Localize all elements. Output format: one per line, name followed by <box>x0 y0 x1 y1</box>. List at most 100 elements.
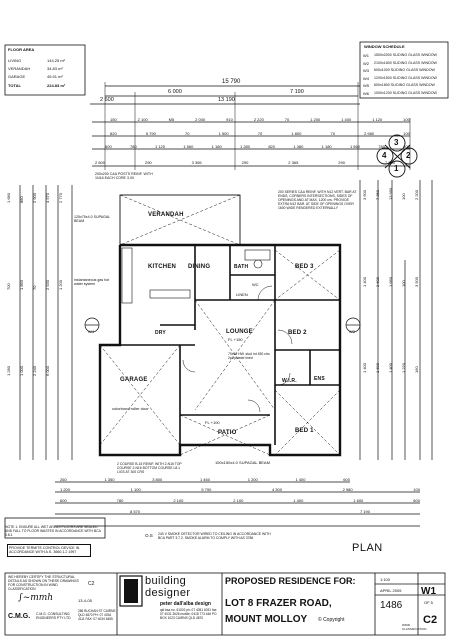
compass-label: 3 <box>394 138 399 147</box>
dim-value: 1 600 <box>375 363 380 374</box>
dim-value: 2 980 <box>342 487 353 492</box>
north-compass <box>376 134 418 178</box>
dim-value: 4 300 <box>271 487 282 492</box>
dim-value: 1 200 <box>58 279 63 290</box>
room-linen: LINEN <box>236 292 248 297</box>
dim-value: 7 190 <box>384 160 395 165</box>
window-desc: 600x1000 SLIDING GLASS WINDOW <box>374 68 435 72</box>
dim-value: 290 <box>144 160 152 165</box>
note-1: NOTE 1. ENSURE ALL WET AREAS FLOORS ARE … <box>5 525 101 537</box>
dim-value: 5 790 <box>201 487 212 492</box>
dim-value: 600 <box>343 477 350 482</box>
floor-area-table: FLOOR AREA LIVING 144.25 m² VERANDAH 34.… <box>5 45 85 95</box>
dim-value: 7 190 <box>359 509 370 514</box>
note-hws: instantaneous gas hot water system <box>74 278 110 287</box>
dim-value: 2 240 <box>32 366 37 377</box>
dim-value: 70 <box>32 285 37 290</box>
project-lot: LOT 8 FRAZER ROAD, <box>225 598 332 609</box>
dim-value: 1 200 <box>310 117 321 122</box>
drawing-date: APRIL 2005 <box>380 588 402 593</box>
dim-value: M5 <box>168 117 175 122</box>
dim-value: 3 500 <box>414 276 419 287</box>
note-patio-beam: 150x150x4.0 SUPAGAL BEAM <box>215 460 270 465</box>
dim-value: 2 100 <box>233 498 244 503</box>
floor-area-value: 144.25 m² <box>47 58 66 63</box>
wind-class-label: WIND CLASSIFICATION <box>402 623 427 631</box>
dim-value: 3 365 <box>191 160 202 165</box>
room-bed2: BED 2 <box>288 330 307 336</box>
room-bed1: BED 1 <box>295 428 314 434</box>
dim-value: 70 <box>184 131 190 136</box>
dim-label: 6 000 <box>168 89 182 95</box>
dim-value: 910 <box>226 117 233 122</box>
certified-wind-class: C2 <box>88 581 95 587</box>
section-tag: W4 <box>88 329 94 334</box>
engineer-name: C.M.G. CONSULTING ENGINEERS PTY LTD <box>36 612 71 620</box>
dim-value: 5 790 <box>145 131 156 136</box>
dim-value: 1 280 <box>6 366 11 377</box>
floor-area-label: LIVING <box>8 58 22 63</box>
dim-value: 7 250 <box>375 189 380 200</box>
scale: 1:100 <box>380 577 391 582</box>
dim-label: 13 190 <box>218 97 235 103</box>
dim-value: 1 560 <box>349 144 360 149</box>
dim-value: 3 800 <box>152 477 163 482</box>
dim-value: 1 800 <box>291 131 302 136</box>
designer-logo-icon <box>124 579 138 603</box>
dim-value: 13 990 <box>388 187 393 200</box>
room-garage: GARAGE <box>120 377 148 383</box>
dim-value: 150 <box>110 117 117 122</box>
sheet-of: OF 5 <box>424 600 433 605</box>
room-bath: BATH <box>234 264 249 270</box>
window-desc: 2100x1800 SLIDING GLASS WINDOW <box>374 60 437 65</box>
room-wir: W.I.R. <box>282 378 297 384</box>
dim-value: 2 100 <box>137 117 148 122</box>
dim-value: 1 200 <box>247 477 258 482</box>
compass-label: 4 <box>382 151 387 160</box>
dim-value: 1 180 <box>211 144 222 149</box>
dim-overall: 15 790 <box>222 79 241 85</box>
section-tag: W3 <box>349 329 355 334</box>
room-patio: PATIO <box>218 430 237 436</box>
dim-value: 100 <box>401 193 406 200</box>
window-desc: 1000x1200 SLIDING GLASS WINDOW <box>374 90 437 95</box>
room-dining: DINING <box>188 264 211 270</box>
company-address: qld bsa no. 61002 ph: 07 4051 6031 fax: … <box>160 608 218 620</box>
room-ens: ENS <box>314 376 325 382</box>
dim-value: 4 570 <box>45 192 50 203</box>
engineer-logo: C.M.G. <box>8 613 31 620</box>
dim-value: 1 180 <box>321 144 332 149</box>
engineer-signature: ∫~mmh <box>18 593 54 603</box>
logo-text-designer: designer <box>145 587 191 599</box>
compass-label: 2 <box>406 151 411 160</box>
floor-area-label: VERANDAH <box>8 66 31 71</box>
window-desc: 1200x1500 SLIDING GLASS WINDOW <box>374 75 437 80</box>
dim-value: 780 <box>378 144 385 149</box>
dim-value: 2 100 <box>173 498 184 503</box>
window-code: W1 <box>363 53 369 58</box>
floor-area-value: 45.91 m² <box>47 74 63 79</box>
dim-value: 600 <box>413 498 420 503</box>
dim-value: 1 100 <box>130 487 141 492</box>
dim-value: 2 770 <box>58 192 63 203</box>
patio-floor-level: FL +100 <box>205 420 220 425</box>
window-code: W4 <box>363 75 369 81</box>
engineer-address: 286 BUCHAN ST CAIRNS QLD 4870 PH: 07 403… <box>78 609 116 621</box>
floor-area-label: TOTAL <box>8 83 21 88</box>
dim-value: 2 600 <box>375 276 380 287</box>
dim-value: 1 120 <box>155 144 166 149</box>
dim-value: 1 600 <box>353 498 364 503</box>
dim-value: 2 200 <box>414 189 419 200</box>
note-roller-door: colorbond roller door <box>112 406 149 411</box>
dim-value: 820 <box>268 144 275 149</box>
dim-value: 70 <box>284 117 290 122</box>
floor-area-label: GARAGE <box>8 74 26 79</box>
